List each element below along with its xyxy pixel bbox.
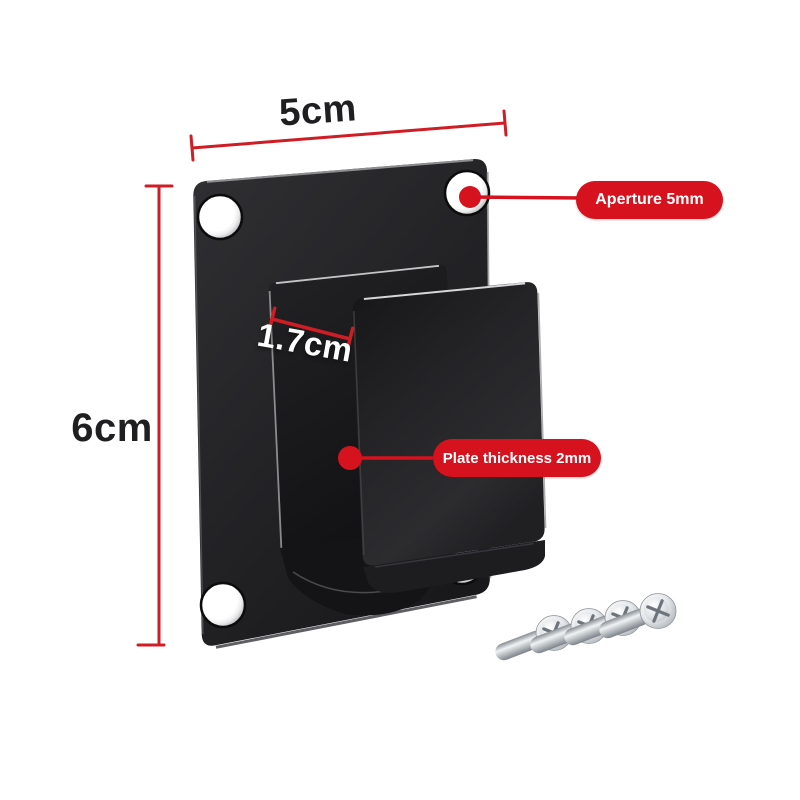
mounting-screws — [491, 591, 678, 665]
width-dimension-line — [189, 109, 508, 162]
plate-thickness-callout-badge: Plate thickness 2mm — [433, 439, 601, 477]
hook-front-left-edge — [353, 310, 365, 556]
plate-top-bevel — [206, 159, 474, 183]
aperture-pointer-dot — [459, 186, 481, 208]
hook-front-bottom-edge — [375, 542, 534, 568]
plate-left-bevel — [193, 195, 204, 635]
height-dimension-label: 6cm — [71, 406, 153, 450]
thickness-pointer-dot — [338, 446, 362, 470]
hook-back-left-highlight — [268, 290, 283, 551]
height-dimension-line — [136, 184, 174, 647]
hook-channel — [268, 264, 547, 616]
hook-front-lip — [363, 540, 545, 593]
screw-hole-bottom-left — [199, 581, 247, 629]
hook-front-top-highlight — [363, 282, 526, 300]
aperture-callout-badge: Aperture 5mm — [576, 181, 723, 219]
hook-back-top-highlight — [275, 264, 440, 285]
screw-hole-top-left — [196, 193, 244, 241]
depth-dimension-line — [267, 306, 355, 352]
hook-front-wall — [352, 282, 545, 566]
plate-bottom-bevel — [215, 595, 477, 649]
aperture-leader — [459, 186, 584, 208]
width-dimension-label: 5cm — [277, 87, 359, 135]
thickness-leader — [338, 446, 445, 470]
hook-front-right-highlight — [537, 292, 547, 529]
